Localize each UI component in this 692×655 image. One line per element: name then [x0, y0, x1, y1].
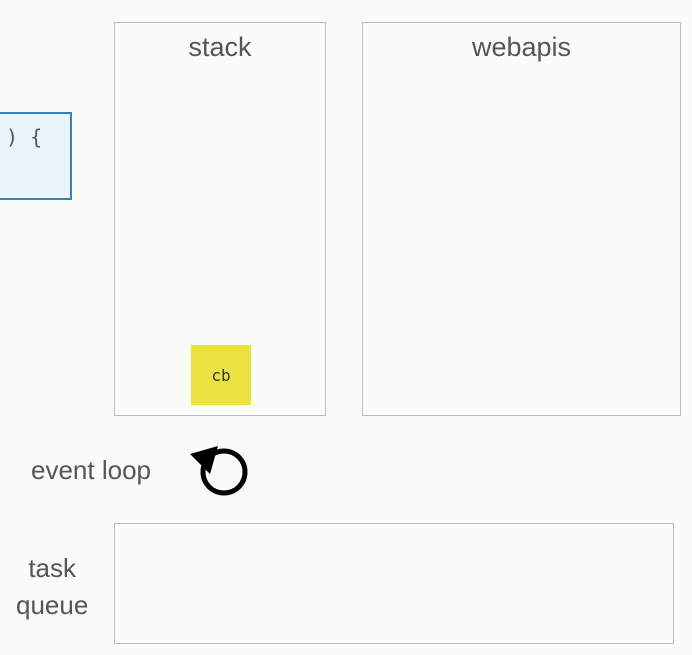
task-queue-label-line1: task	[28, 553, 76, 583]
stack-frame-cb: cb	[191, 345, 251, 405]
webapis-panel: webapis	[362, 22, 681, 416]
webapis-title: webapis	[471, 32, 572, 62]
task-queue-panel	[114, 523, 674, 644]
task-queue-label-line2: queue	[16, 590, 89, 620]
code-snippet-box	[0, 112, 72, 200]
stack-title: stack	[188, 32, 252, 62]
task-queue-label: task queue	[16, 550, 88, 624]
event-loop-label: event loop	[31, 455, 151, 485]
circular-arrow-icon	[190, 446, 248, 496]
code-snippet-text: ) {	[6, 125, 43, 149]
